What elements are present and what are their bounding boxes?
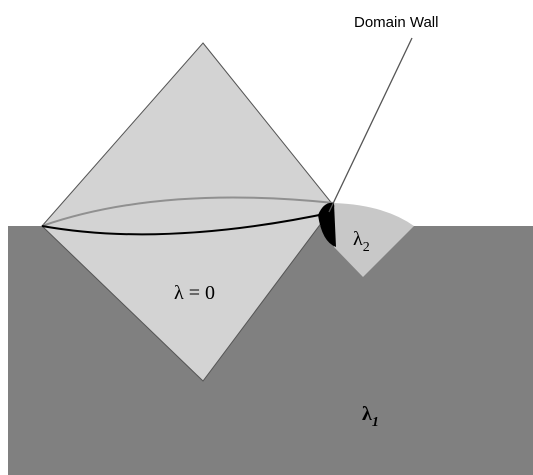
lambda-one-symbol: λ [362, 403, 372, 425]
lambda-one-label: λ1 [362, 403, 379, 430]
bubble-region-lambda-2 [334, 203, 414, 277]
domain-wall-shape [318, 202, 336, 247]
lambda-zero-label: λ = 0 [174, 282, 215, 304]
ellipse-back-arc [41, 196, 335, 227]
lambda-one-subscript: 1 [372, 415, 379, 430]
lambda-two-symbol: λ [353, 228, 363, 250]
lambda-two-subscript: 2 [363, 240, 370, 255]
domain-wall-label: Domain Wall [354, 14, 438, 31]
ellipse-front-arc [41, 211, 335, 236]
lambda-two-label: λ2 [353, 228, 370, 255]
diamond-region-lambda-0 [41, 42, 335, 382]
domain-wall-pointer-line [328, 37, 413, 213]
